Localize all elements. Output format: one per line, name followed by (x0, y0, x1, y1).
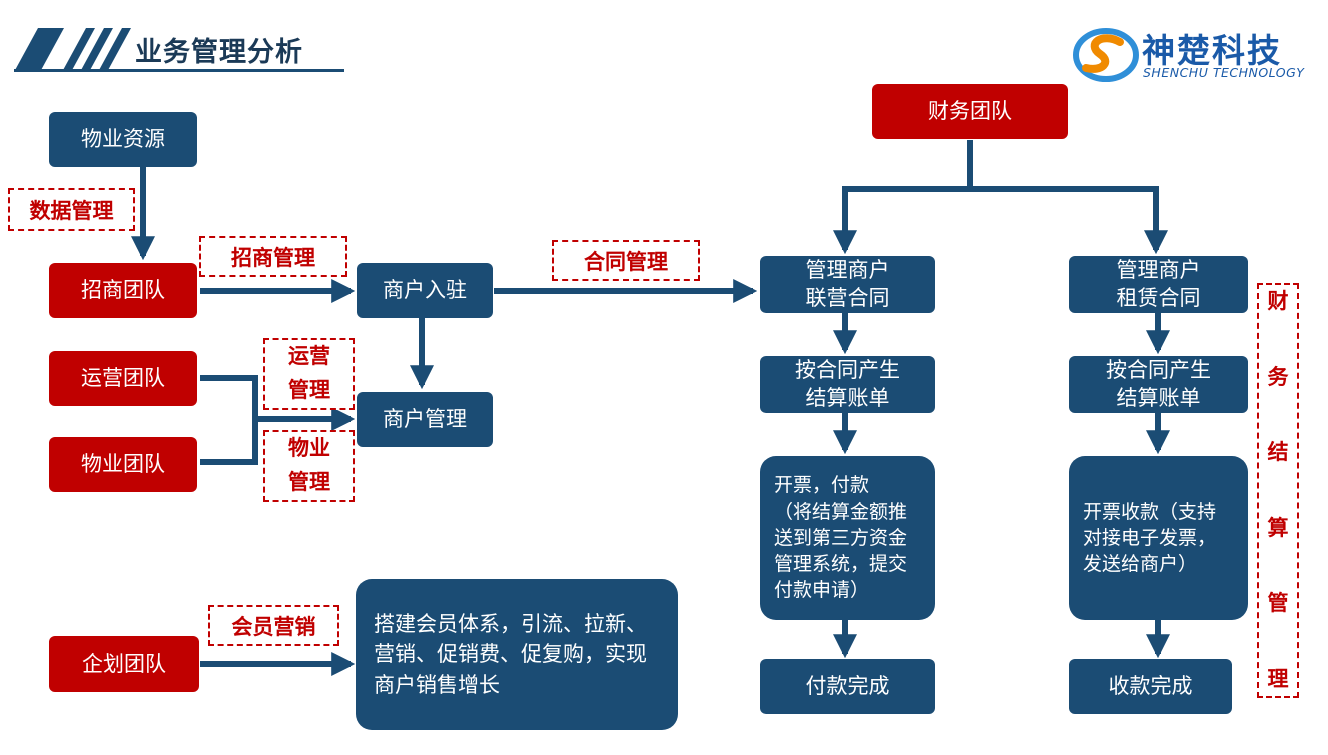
node-joint-operation-contract: 管理商户 联营合同 (760, 256, 935, 313)
tag-finance-settlement-char: 管 (1267, 591, 1289, 616)
node-member-marketing-desc: 搭建会员体系，引流、拉新、营销、促销费、促复购，实现商户销售增长 (356, 579, 678, 730)
node-collection-complete: 收款完成 (1069, 659, 1232, 714)
logo-name-cn: 神楚科技 (1142, 31, 1282, 70)
tag-finance-settlement-char: 算 (1267, 515, 1289, 540)
s-swoosh-logo-icon (1073, 28, 1139, 82)
tag-contract-management: 合同管理 (552, 240, 700, 281)
node-finance-team: 财务团队 (872, 84, 1068, 139)
logo-name-en: SHENCHU TECHNOLOGY (1143, 65, 1305, 80)
node-property-team: 物业团队 (49, 437, 197, 492)
node-merchant-management: 商户管理 (357, 392, 493, 447)
tag-data-management: 数据管理 (8, 188, 135, 231)
tag-finance-settlement-char: 务 (1267, 364, 1289, 389)
node-operations-team: 运营团队 (49, 351, 197, 406)
node-invoice-payment: 开票，付款 （将结算金额推送到第三方资金管理系统，提交付款申请） (760, 456, 935, 620)
node-leasing-team: 招商团队 (49, 263, 197, 318)
tag-finance-settlement-char: 理 (1267, 666, 1289, 691)
node-lease-settlement-bill: 按合同产生 结算账单 (1069, 356, 1248, 413)
node-planning-team: 企划团队 (49, 636, 199, 692)
arrow-finance-to-joint (833, 186, 970, 255)
tag-operations-management: 运营 管理 (263, 338, 355, 410)
line-operations-to-merge (200, 375, 258, 465)
tag-property-management: 物业 管理 (263, 430, 355, 502)
node-invoice-collection: 开票收款（支持对接电子发票，发送给商户） (1069, 456, 1248, 620)
tag-leasing-management: 招商管理 (199, 236, 347, 277)
tag-finance-settlement-char: 财 (1267, 289, 1289, 313)
node-joint-settlement-bill: 按合同产生 结算账单 (760, 356, 935, 413)
tag-member-marketing: 会员营销 (208, 605, 339, 646)
page-title: 业务管理分析 (135, 37, 303, 68)
tag-finance-settlement-char: 结 (1267, 440, 1289, 465)
tag-finance-settlement-management: 财务结算管理 (1257, 283, 1299, 698)
node-merchant-onboarding: 商户入驻 (357, 263, 493, 318)
node-lease-contract: 管理商户 租赁合同 (1069, 256, 1248, 313)
node-payment-complete: 付款完成 (760, 659, 935, 714)
title-underline (14, 69, 344, 72)
arrow-finance-to-lease (970, 186, 1168, 255)
node-property-resources: 物业资源 (49, 112, 197, 167)
title-stripes-icon (14, 28, 131, 72)
